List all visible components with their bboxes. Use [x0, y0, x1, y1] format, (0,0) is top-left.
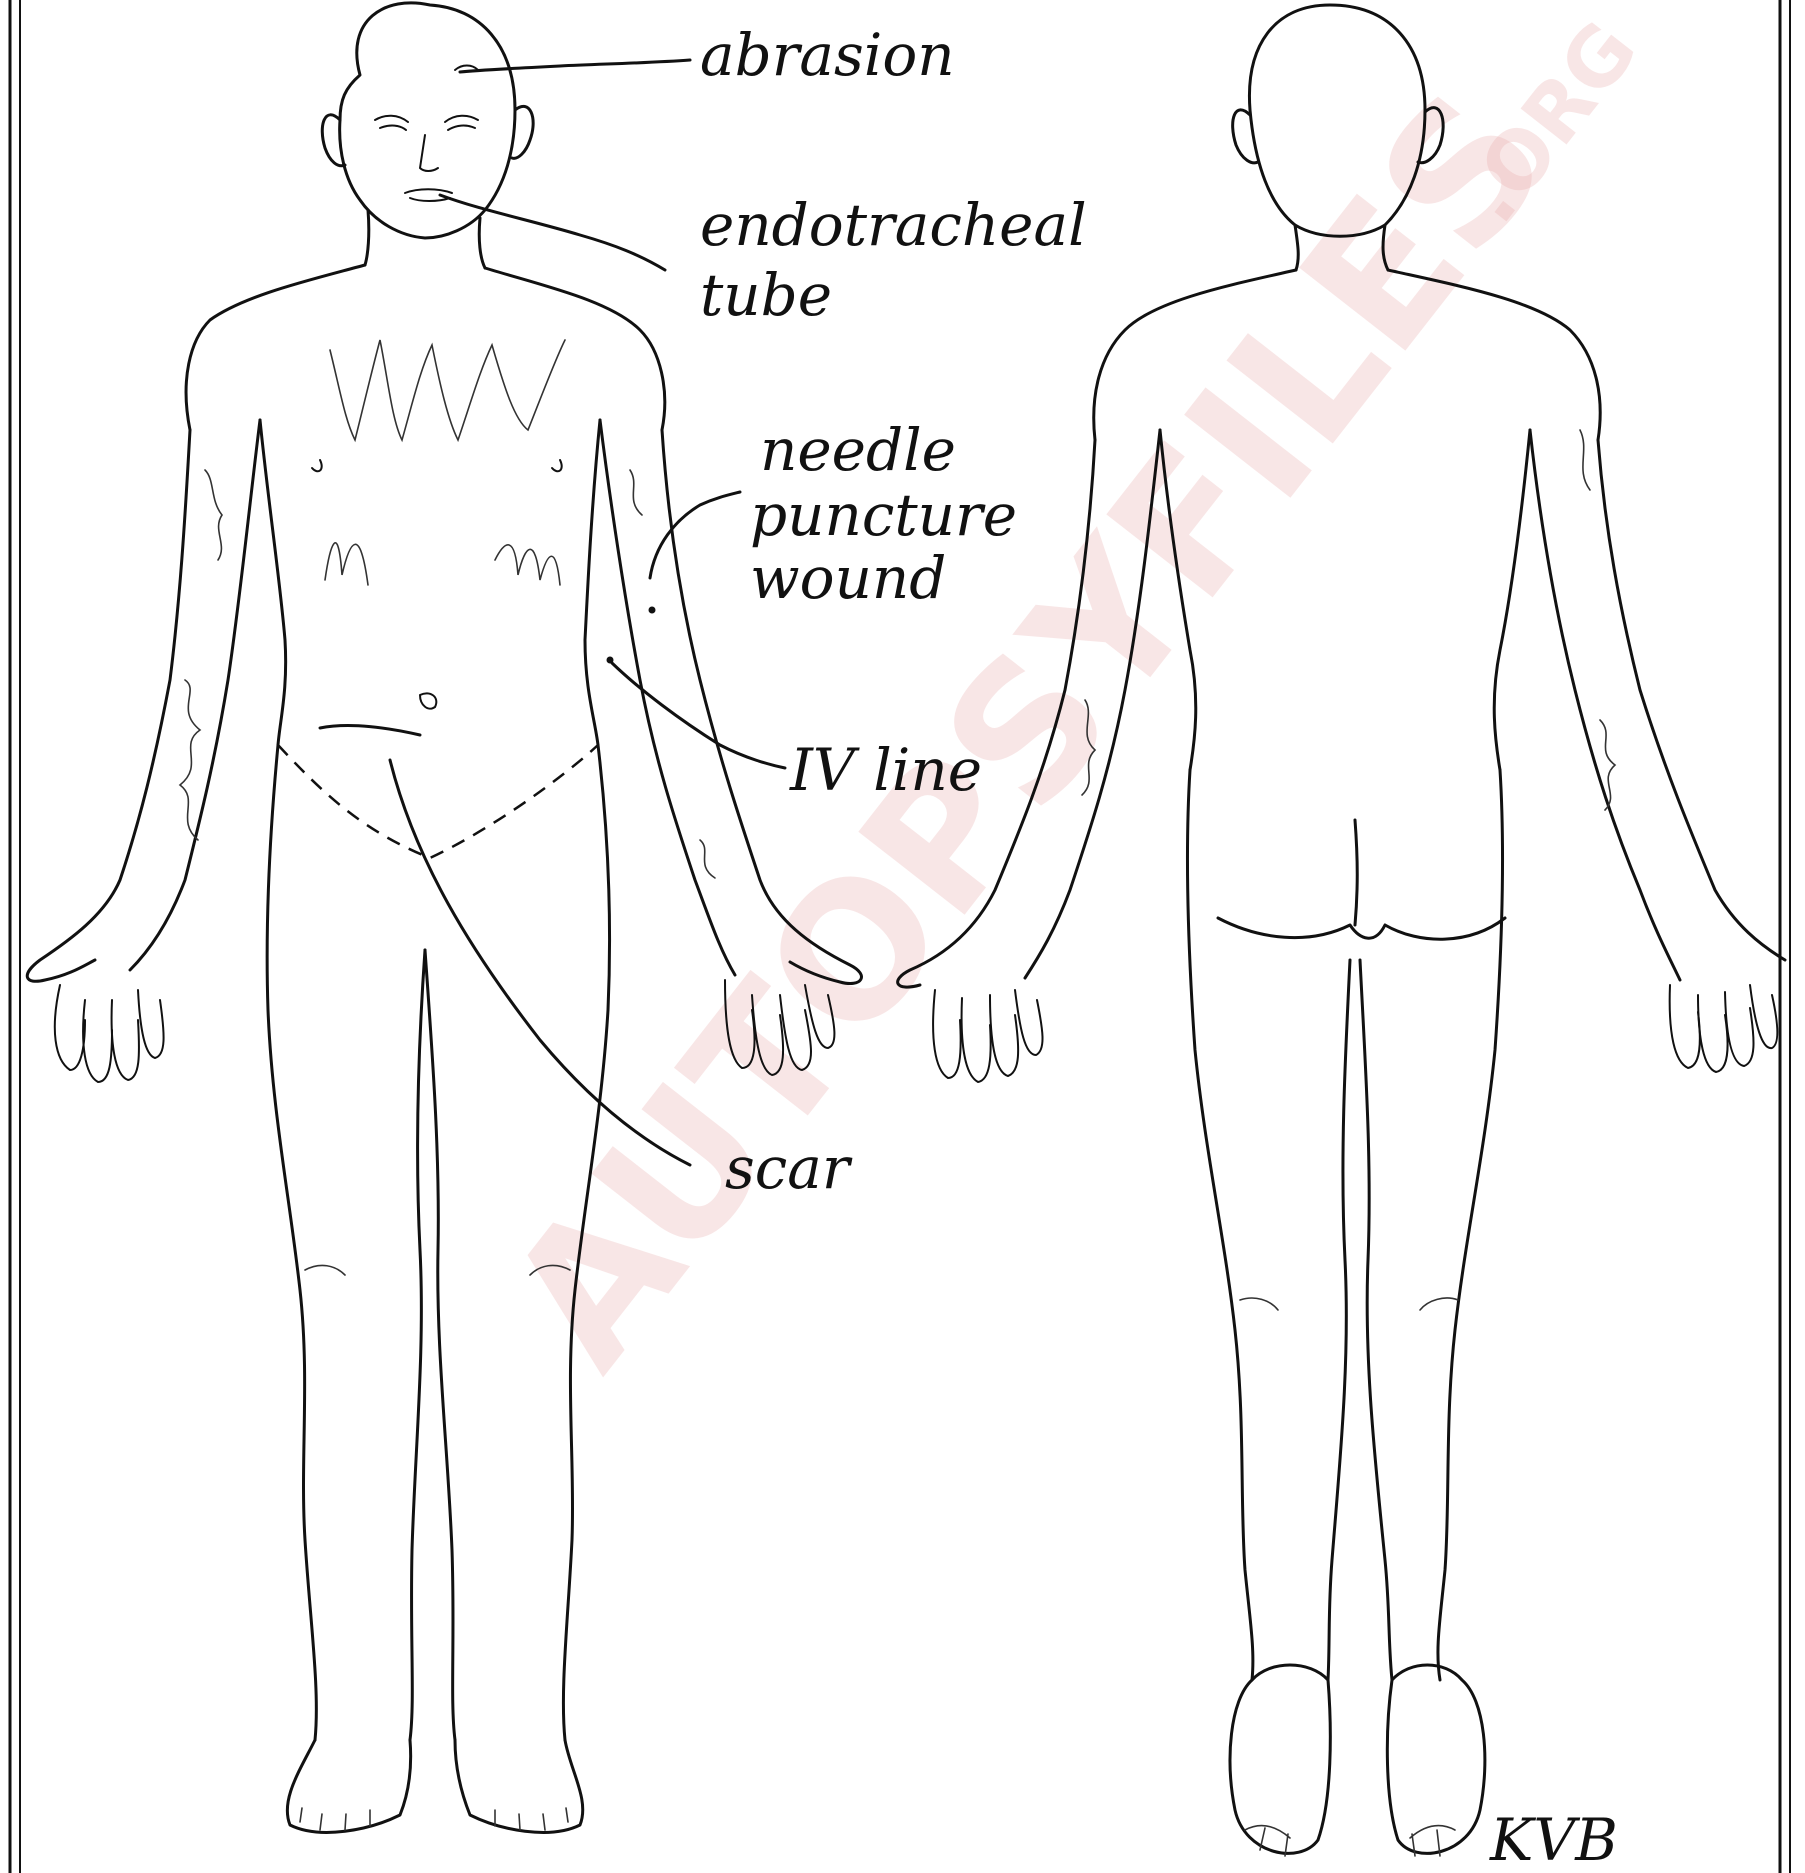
iv-line-mark: [607, 657, 614, 664]
iv-line-label: IV line: [789, 736, 982, 804]
needle-label-line1: needle: [760, 416, 956, 484]
examiner-initials: KVB: [1489, 1806, 1618, 1873]
needle-puncture-leader-line: [650, 492, 740, 578]
endotracheal-leader-line: [440, 195, 665, 270]
abrasion-label: abrasion: [700, 21, 955, 89]
scar-label: scar: [725, 1134, 853, 1202]
abrasion-leader-line: [460, 60, 690, 72]
endotracheal-label-line2: tube: [700, 261, 832, 329]
needle-puncture-mark: [649, 607, 656, 614]
needle-label-line3: wound: [750, 544, 946, 612]
endotracheal-label-line1: endotracheal: [700, 191, 1087, 259]
needle-label-line2: puncture: [750, 481, 1017, 549]
